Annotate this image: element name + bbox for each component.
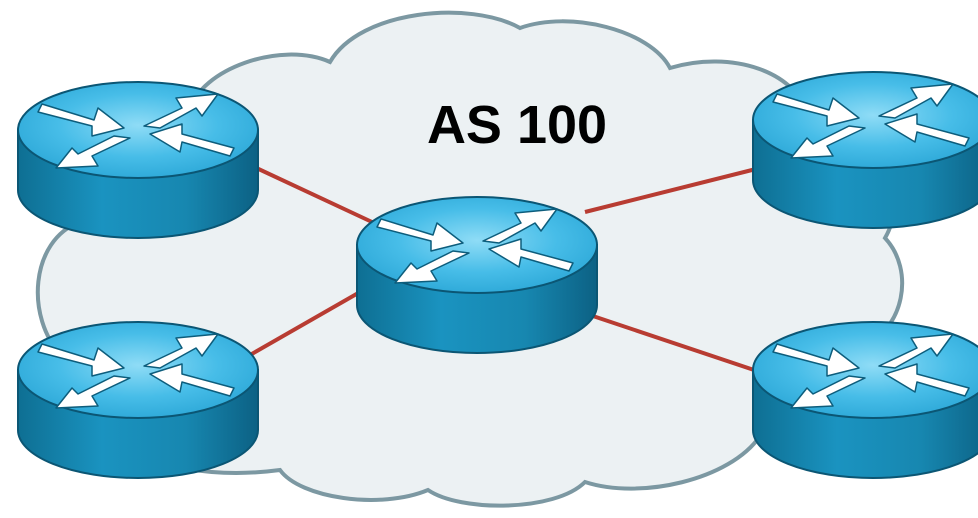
router-top-left[interactable]	[17, 81, 259, 239]
router-bottom-right[interactable]	[752, 321, 978, 479]
as-label: AS 100	[427, 95, 607, 155]
router-top-right[interactable]	[752, 71, 978, 229]
router-bottom-left[interactable]	[17, 321, 259, 479]
router-icon	[752, 71, 978, 229]
links	[249, 163, 761, 374]
link-bottom-left-center	[249, 290, 361, 357]
router-icon	[17, 81, 259, 239]
router-icon	[752, 321, 978, 479]
router-icon	[356, 196, 598, 354]
link-bottom-right-center	[574, 308, 761, 374]
link-top-left-center	[249, 163, 373, 224]
router-center[interactable]	[356, 196, 598, 354]
router-icon	[17, 321, 259, 479]
link-top-right-center	[584, 166, 761, 214]
